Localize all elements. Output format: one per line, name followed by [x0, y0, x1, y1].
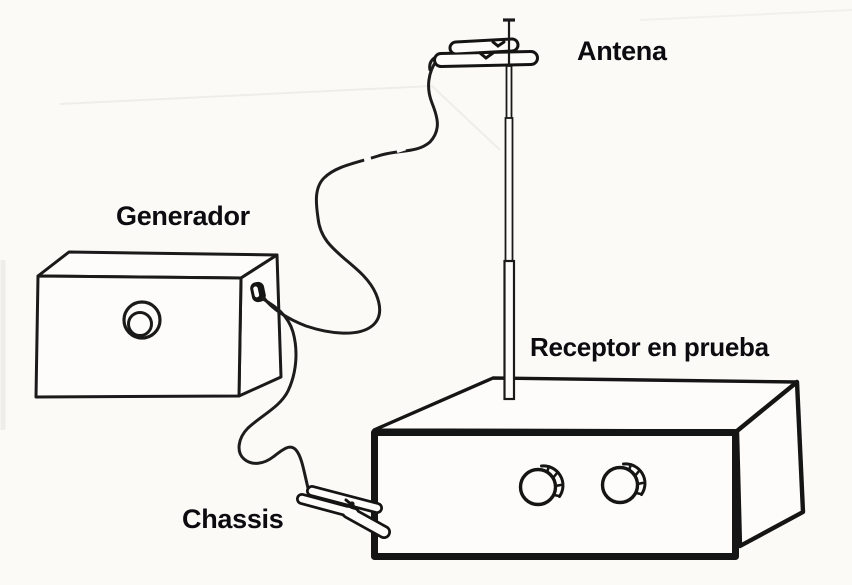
generator-to-antenna-cable — [262, 58, 439, 335]
generator-knob — [122, 300, 162, 340]
chassis-label: Chassis — [182, 504, 284, 534]
signal-output-connector — [250, 281, 266, 303]
antenna-rod — [503, 18, 516, 401]
cable-dash-gaps — [363, 142, 406, 164]
antenna-clip — [428, 37, 539, 72]
antenna-label: Antena — [577, 36, 667, 66]
receiver-under-test-label: Receptor en prueba — [530, 332, 769, 362]
chassis-clip — [296, 485, 391, 539]
generator-label: Generador — [116, 201, 250, 231]
receiver-knob-right — [600, 462, 647, 505]
receiver-box — [371, 376, 806, 560]
receiver-knob-left — [518, 464, 565, 507]
generator-to-chassis-cable — [237, 297, 310, 490]
scan-artifacts — [0, 9, 852, 430]
